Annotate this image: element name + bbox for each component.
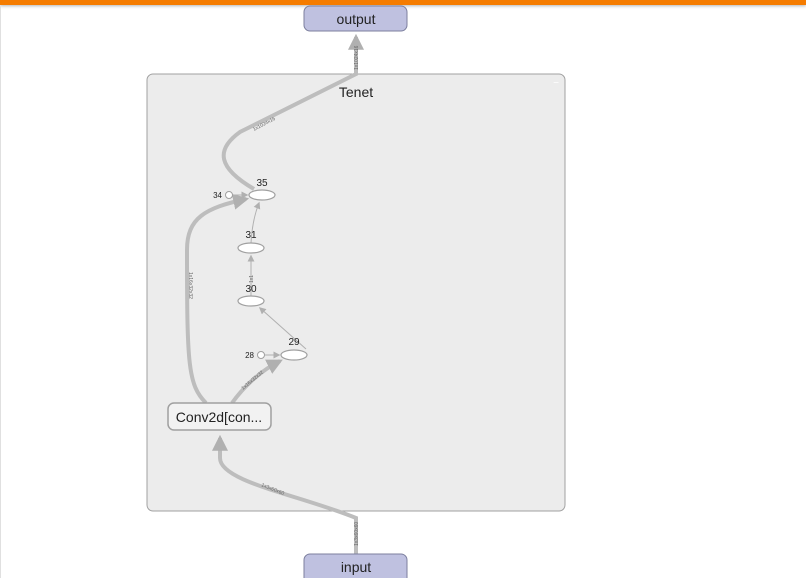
node-30-label: 30 — [245, 284, 257, 295]
node-35[interactable]: 35 — [248, 178, 276, 201]
edge-conv-to-29 — [230, 359, 283, 405]
node-conv2d-label: Conv2d[con... — [176, 409, 262, 425]
node-output[interactable]: output — [303, 5, 408, 32]
collapse-icon[interactable]: − — [553, 78, 559, 89]
scope-tenet[interactable]: Tenet − — [146, 73, 566, 512]
node-conv2d[interactable]: Conv2d[con... — [167, 402, 272, 431]
edge-label: 1x1 — [249, 275, 255, 283]
node-28-label: 28 — [245, 351, 254, 360]
left-divider — [0, 5, 1, 578]
node-input[interactable]: input — [303, 553, 408, 578]
top-accent-bar — [0, 0, 806, 5]
edge-label: 1x16x32x32 — [187, 272, 193, 299]
node-input-label: input — [341, 559, 371, 575]
edge-35-to-output — [221, 33, 364, 191]
node-29[interactable]: 29 — [280, 337, 308, 361]
node-28[interactable]: 28 — [245, 351, 265, 360]
edge-label: 1x3x60x60 — [354, 522, 360, 546]
node-34[interactable]: 34 — [213, 191, 233, 200]
node-output-label: output — [337, 11, 376, 27]
node-29-label: 29 — [288, 337, 300, 348]
node-30[interactable]: 30 — [237, 284, 265, 307]
edge-label: 1x1024x16 — [354, 45, 360, 70]
node-35-label: 35 — [256, 178, 268, 189]
node-31-label: 31 — [245, 230, 257, 241]
scope-title: Tenet — [339, 84, 373, 100]
node-31[interactable]: 31 — [237, 230, 265, 254]
node-34-label: 34 — [213, 191, 222, 200]
edge-input-to-conv — [212, 434, 358, 578]
edge-conv-to-35 — [184, 193, 250, 405]
edge-29-to-30 — [258, 307, 307, 350]
edge-31-to-35 — [250, 201, 261, 244]
